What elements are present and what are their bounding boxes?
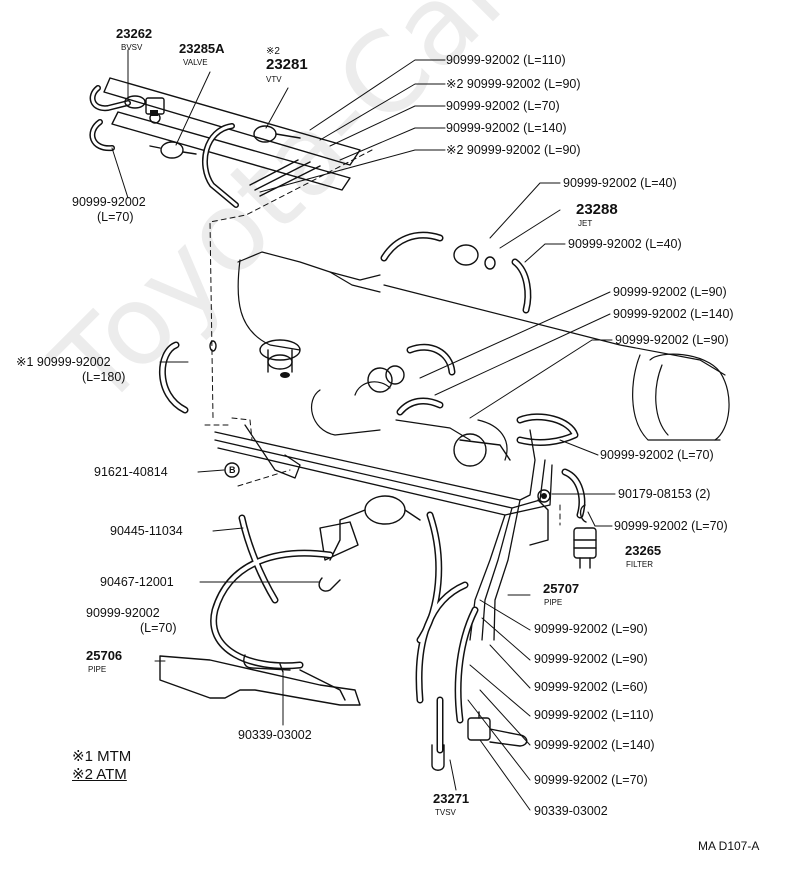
label-l1-length: (L=70) [97,210,134,224]
part-23271-number: 23271 [433,791,470,806]
label-l1-part: 90999-92002 [72,195,146,209]
filter-component [573,504,597,569]
label-r12: 90179-08153 (2) [618,487,711,501]
diagram-code: MA D107-A [698,839,760,853]
engine-outline [237,251,730,461]
carburetor-components [259,339,511,561]
part-23265-name: FILTER [626,560,653,569]
part-23285a-name: VALVE [183,58,208,67]
label-b4: 90999-92002 (L=110) [534,708,654,722]
label-b1: 90999-92002 (L=90) [534,622,648,636]
label-l7: 90339-03002 [238,728,312,742]
part-25706-name: PIPE [88,665,107,674]
pipe-25706 [159,654,361,706]
part-23288-number: 23288 [576,201,618,218]
label-r4: 90999-92002 (L=140) [446,121,567,135]
label-r9: 90999-92002 (L=140) [613,307,734,321]
pipe-bundle [214,424,553,641]
part-23281-number: 23281 [266,56,308,73]
part-23285a-number: 23285A [179,41,225,56]
part-23288-name: JET [578,219,593,228]
part-25706-number: 25706 [86,648,123,663]
label-l6-part: 90999-92002 [86,606,160,620]
label-b2: 90999-92002 (L=90) [534,652,648,666]
label-r13: 90999-92002 (L=70) [614,519,728,533]
label-r3: 90999-92002 (L=70) [446,99,560,113]
label-l5: 90467-12001 [100,575,174,589]
leader-lines [111,49,616,811]
part-25707-name: PIPE [544,598,563,607]
label-b6: 90999-92002 (L=70) [534,773,648,787]
part-23262-number: 23262 [116,26,153,41]
label-b5: 90999-92002 (L=140) [534,738,655,752]
label-l2-part: ※1 90999-92002 [16,355,111,369]
label-r10: 90999-92002 (L=90) [615,333,729,347]
tvsv-component [431,711,528,771]
label-l6-length: (L=70) [140,621,177,635]
label-r5: ※2 90999-92002 (L=90) [446,143,581,157]
part-25707-number: 25707 [543,581,580,596]
part-23271-name: TVSV [435,808,456,817]
label-r8: 90999-92002 (L=90) [613,285,727,299]
label-l3: 91621-40814 [94,465,168,479]
grommet-marker: B [229,465,236,475]
label-r7: 90999-92002 (L=40) [568,237,682,251]
label-r2: ※2 90999-92002 (L=90) [446,77,581,91]
part-23281-name: VTV [266,75,282,84]
label-l2-length: (L=180) [82,370,126,384]
upper-valve-assembly [89,77,361,208]
part-23265-number: 23265 [625,543,662,558]
part-23281-mark: ※2 [266,46,280,57]
legend-atm: ※2 ATM [72,766,127,783]
legend-mtm: ※1 MTM [72,748,132,765]
label-r6: 90999-92002 (L=40) [563,176,677,190]
label-l4: 90445-11034 [110,524,183,538]
label-b3: 90999-92002 (L=60) [534,680,648,694]
part-23262-name: BVSV [121,43,143,52]
label-r1: 90999-92002 (L=110) [446,53,566,67]
label-b7: 90339-03002 [534,804,608,818]
label-r11: 90999-92002 (L=70) [600,448,714,462]
